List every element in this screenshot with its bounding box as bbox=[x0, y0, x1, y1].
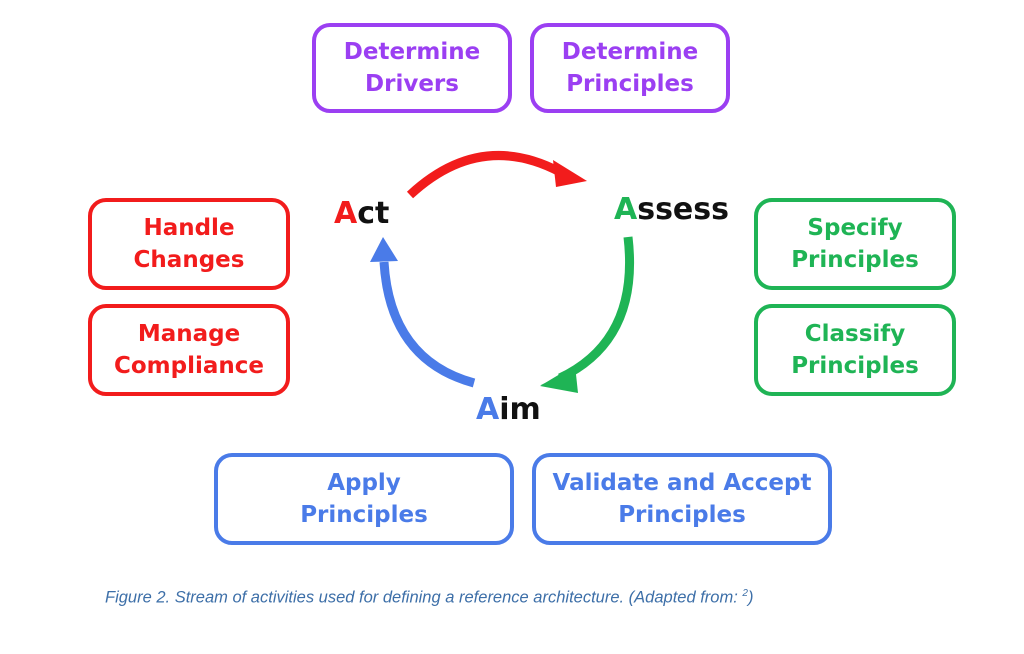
box-line: Apply bbox=[327, 470, 401, 496]
box-line: Principles bbox=[791, 247, 919, 273]
box-line: Validate and Accept bbox=[552, 470, 812, 496]
aim-rest: im bbox=[499, 392, 541, 427]
classify-principles-box: Classify Principles bbox=[754, 304, 956, 396]
box-line: Principles bbox=[791, 353, 919, 379]
act-label: Act bbox=[334, 196, 389, 231]
box-line: Drivers bbox=[365, 71, 459, 97]
box-line: Changes bbox=[133, 247, 245, 273]
caption-text: Figure 2. Stream of activities used for … bbox=[105, 588, 743, 607]
box-line: Compliance bbox=[113, 353, 264, 379]
box-line: Principles bbox=[566, 71, 694, 97]
determine-principles-box: Determine Principles bbox=[530, 23, 730, 113]
box-line: Determine bbox=[343, 39, 481, 65]
aim-label: Aim bbox=[476, 392, 541, 427]
caption-reference[interactable]: 2 bbox=[742, 588, 748, 599]
validate-accept-principles-box: Validate and Accept Principles bbox=[532, 453, 832, 545]
assess-rest: ssess bbox=[637, 192, 729, 227]
box-line: Specify bbox=[807, 215, 903, 241]
handle-changes-box: Handle Changes bbox=[88, 198, 290, 290]
box-line: Principles bbox=[618, 502, 746, 528]
assess-to-aim-arrow bbox=[540, 236, 635, 393]
specify-principles-box: Specify Principles bbox=[754, 198, 956, 290]
manage-compliance-box: Manage Compliance bbox=[88, 304, 290, 396]
assess-initial: A bbox=[614, 192, 638, 227]
figure-caption: Figure 2. Stream of activities used for … bbox=[105, 588, 753, 608]
caption-close: ) bbox=[747, 588, 754, 607]
box-line: Manage bbox=[137, 321, 241, 347]
determine-drivers-box: Determine Drivers bbox=[312, 23, 512, 113]
act-rest: ct bbox=[357, 196, 390, 231]
act-initial: A bbox=[334, 196, 358, 231]
aim-to-act-arrow bbox=[370, 237, 476, 388]
box-line: Handle bbox=[143, 215, 235, 241]
apply-principles-box: Apply Principles bbox=[214, 453, 514, 545]
box-line: Classify bbox=[804, 321, 906, 347]
aim-initial: A bbox=[476, 392, 500, 427]
box-line: Principles bbox=[300, 502, 428, 528]
box-line: Determine bbox=[561, 39, 699, 65]
act-to-assess-arrow bbox=[406, 151, 587, 199]
assess-label: Assess bbox=[614, 192, 729, 227]
